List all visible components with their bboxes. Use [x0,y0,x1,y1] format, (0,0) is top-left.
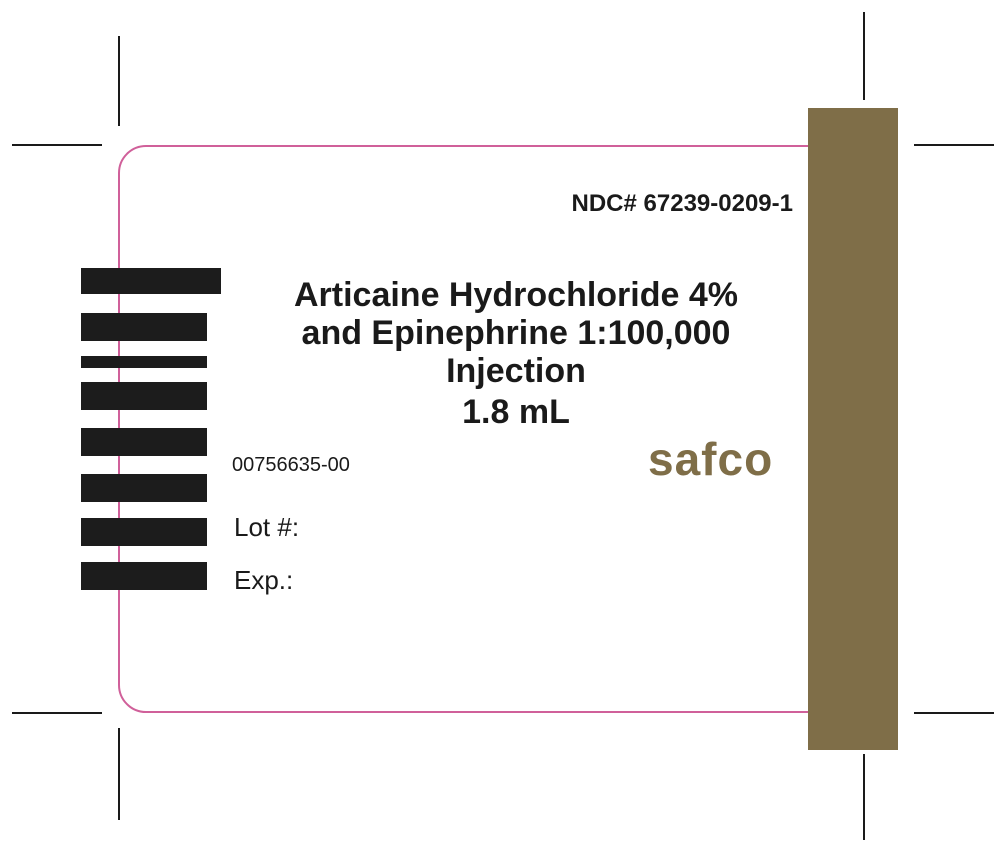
crop-mark-top-right-horizontal [914,144,994,146]
ndc-number: NDC# 67239-0209-1 [571,190,793,217]
crop-mark-top-right-vertical [863,12,865,100]
product-volume: 1.8 mL [462,393,570,431]
expiration-label: Exp.: [234,565,294,595]
item-code: 00756635-00 [232,454,350,476]
color-code-bar [81,474,207,502]
color-code-bar [81,268,221,294]
crop-mark-bottom-left-horizontal [12,712,102,714]
crop-mark-top-left-horizontal [12,144,102,146]
crop-mark-bottom-right-vertical [863,754,865,840]
color-code-bar [81,356,207,368]
crop-mark-bottom-right-horizontal [914,712,994,714]
color-code-bar [81,313,207,341]
product-name: Articaine Hydrochloride 4% and Epinephri… [228,276,804,432]
crop-mark-top-left-vertical [118,36,120,126]
brand-logo: safco [648,433,774,485]
brand-color-band [808,108,898,750]
lot-number-label: Lot #: [234,512,300,542]
product-name-line: and Epinephrine 1:100,000 [301,314,731,352]
color-code-bar [81,428,207,456]
color-code-bar [81,518,207,546]
product-name-line: Articaine Hydrochloride 4% [293,276,738,314]
product-name-line: Injection [446,352,586,390]
color-code-bar [81,562,207,590]
crop-mark-bottom-left-vertical [118,728,120,820]
color-code-bar [81,382,207,410]
